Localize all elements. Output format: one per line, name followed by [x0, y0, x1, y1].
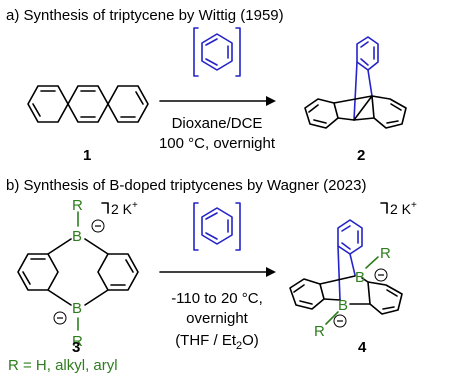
- triptycene-left-ring: [304, 98, 339, 129]
- compound-1-label: 1: [83, 147, 91, 164]
- conditions-b-line2: overnight: [186, 310, 249, 327]
- atom-R-top: R: [72, 197, 83, 214]
- benzyne-ring: [201, 207, 233, 245]
- bracket-right: [235, 202, 241, 251]
- atom-B-bottom: B: [72, 300, 82, 317]
- charge-left: 2 K+: [111, 200, 138, 217]
- atom-B-upper: B: [355, 269, 365, 286]
- r-definition: R = H, alkyl, aryl: [8, 357, 118, 374]
- section-a-title: a) Synthesis of triptycene by Wittig (19…: [6, 7, 284, 24]
- reaction-arrow-a: [159, 96, 276, 106]
- bracket-left: [193, 202, 199, 251]
- compound-4-label: 4: [358, 339, 367, 356]
- benzyne-reagent-a: [193, 27, 241, 77]
- charge-bracket-left: [101, 202, 109, 214]
- reaction-arrow-b: [159, 267, 276, 277]
- minus-charge-top: [91, 219, 105, 233]
- minus-charge-bottom: [53, 311, 67, 325]
- atom-R-bottom: R: [72, 333, 83, 350]
- anthracene-ring-right: [107, 85, 149, 123]
- minus-charge-lower: [333, 314, 347, 328]
- section-b-title: b) Synthesis of B-doped triptycenes by W…: [6, 177, 366, 194]
- atom-B-lower: B: [338, 297, 348, 314]
- benzyne-ring: [201, 33, 233, 71]
- triptycene-structure: [304, 36, 407, 129]
- bracket-left: [193, 27, 199, 77]
- atom-B-top: B: [72, 228, 82, 245]
- bracket-right: [235, 27, 241, 77]
- conditions-b-solvent: (THF / Et2O): [175, 332, 259, 352]
- compound-3-label: 3: [72, 339, 80, 356]
- conditions-a-line1: Dioxane/DCE: [172, 115, 263, 132]
- anthracene-structure: [27, 85, 149, 123]
- charge-right: 2 K+: [390, 200, 417, 217]
- atom-R-upper: R: [380, 245, 391, 262]
- conditions-b-line1: -110 to 20 °C,: [171, 290, 263, 307]
- atom-R-lower: R: [314, 323, 325, 340]
- b-triptycene-structure: [289, 219, 403, 325]
- charge-bracket-right: [380, 202, 388, 214]
- b-triptycene-left-ring: [289, 278, 325, 310]
- compound-2-label: 2: [357, 147, 365, 164]
- diboraanthracene-structure: [17, 211, 139, 331]
- benzyne-reagent-b: [193, 202, 241, 251]
- dba-ring-left: [17, 253, 59, 291]
- minus-charge-upper: [374, 268, 388, 282]
- conditions-a-line2: 100 °C, overnight: [159, 135, 276, 152]
